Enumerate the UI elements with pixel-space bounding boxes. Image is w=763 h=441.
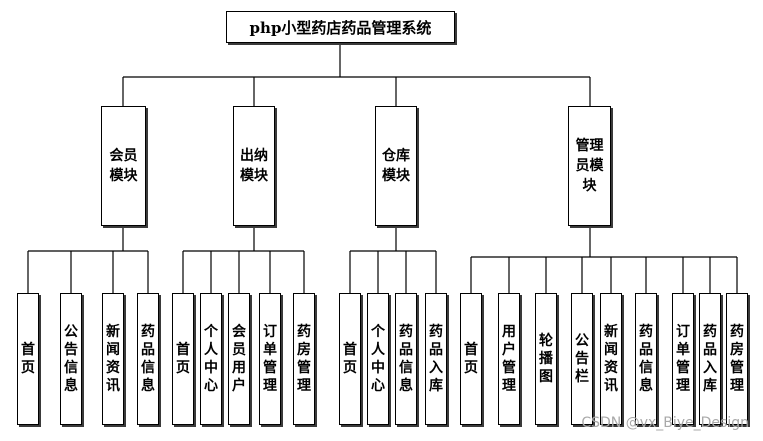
leaf-warehouse-4: 药品入库 xyxy=(425,293,447,425)
leaf-member-4: 药品信息 xyxy=(137,293,159,425)
leaf-member-1: 首页 xyxy=(17,293,39,425)
leaf-admin-8: 药品入库 xyxy=(699,293,721,425)
watermark: CSDN @vx_Biye_Design xyxy=(581,415,749,431)
module-member: 会员模块 xyxy=(101,106,146,226)
leaf-member-2: 公告信息 xyxy=(60,293,82,425)
leaf-warehouse-2: 个人中心 xyxy=(367,293,389,425)
leaf-admin-9: 药房管理 xyxy=(726,293,748,425)
leaf-admin-4: 公告栏 xyxy=(571,293,593,425)
leaf-warehouse-3: 药品信息 xyxy=(395,293,417,425)
leaf-admin-1: 首页 xyxy=(460,293,482,425)
leaf-cashier-2: 个人中心 xyxy=(200,293,222,425)
leaf-admin-3: 轮播图 xyxy=(535,293,557,425)
leaf-warehouse-1: 首页 xyxy=(339,293,361,425)
leaf-cashier-4: 订单管理 xyxy=(259,293,281,425)
leaf-admin-7: 订单管理 xyxy=(672,293,694,425)
leaf-cashier-5: 药房管理 xyxy=(293,293,315,425)
module-admin: 管理员模块 xyxy=(568,106,611,226)
leaf-admin-2: 用户管理 xyxy=(498,293,520,425)
module-cashier: 出纳模块 xyxy=(233,106,275,226)
module-warehouse: 仓库模块 xyxy=(375,106,417,226)
leaf-cashier-1: 首页 xyxy=(172,293,194,425)
diagram-title: php小型药店药品管理系统 xyxy=(226,11,455,43)
leaf-admin-6: 药品信息 xyxy=(635,293,657,425)
leaf-admin-5: 新闻资讯 xyxy=(600,293,622,425)
leaf-cashier-3: 会员用户 xyxy=(228,293,250,425)
leaf-member-3: 新闻资讯 xyxy=(102,293,124,425)
